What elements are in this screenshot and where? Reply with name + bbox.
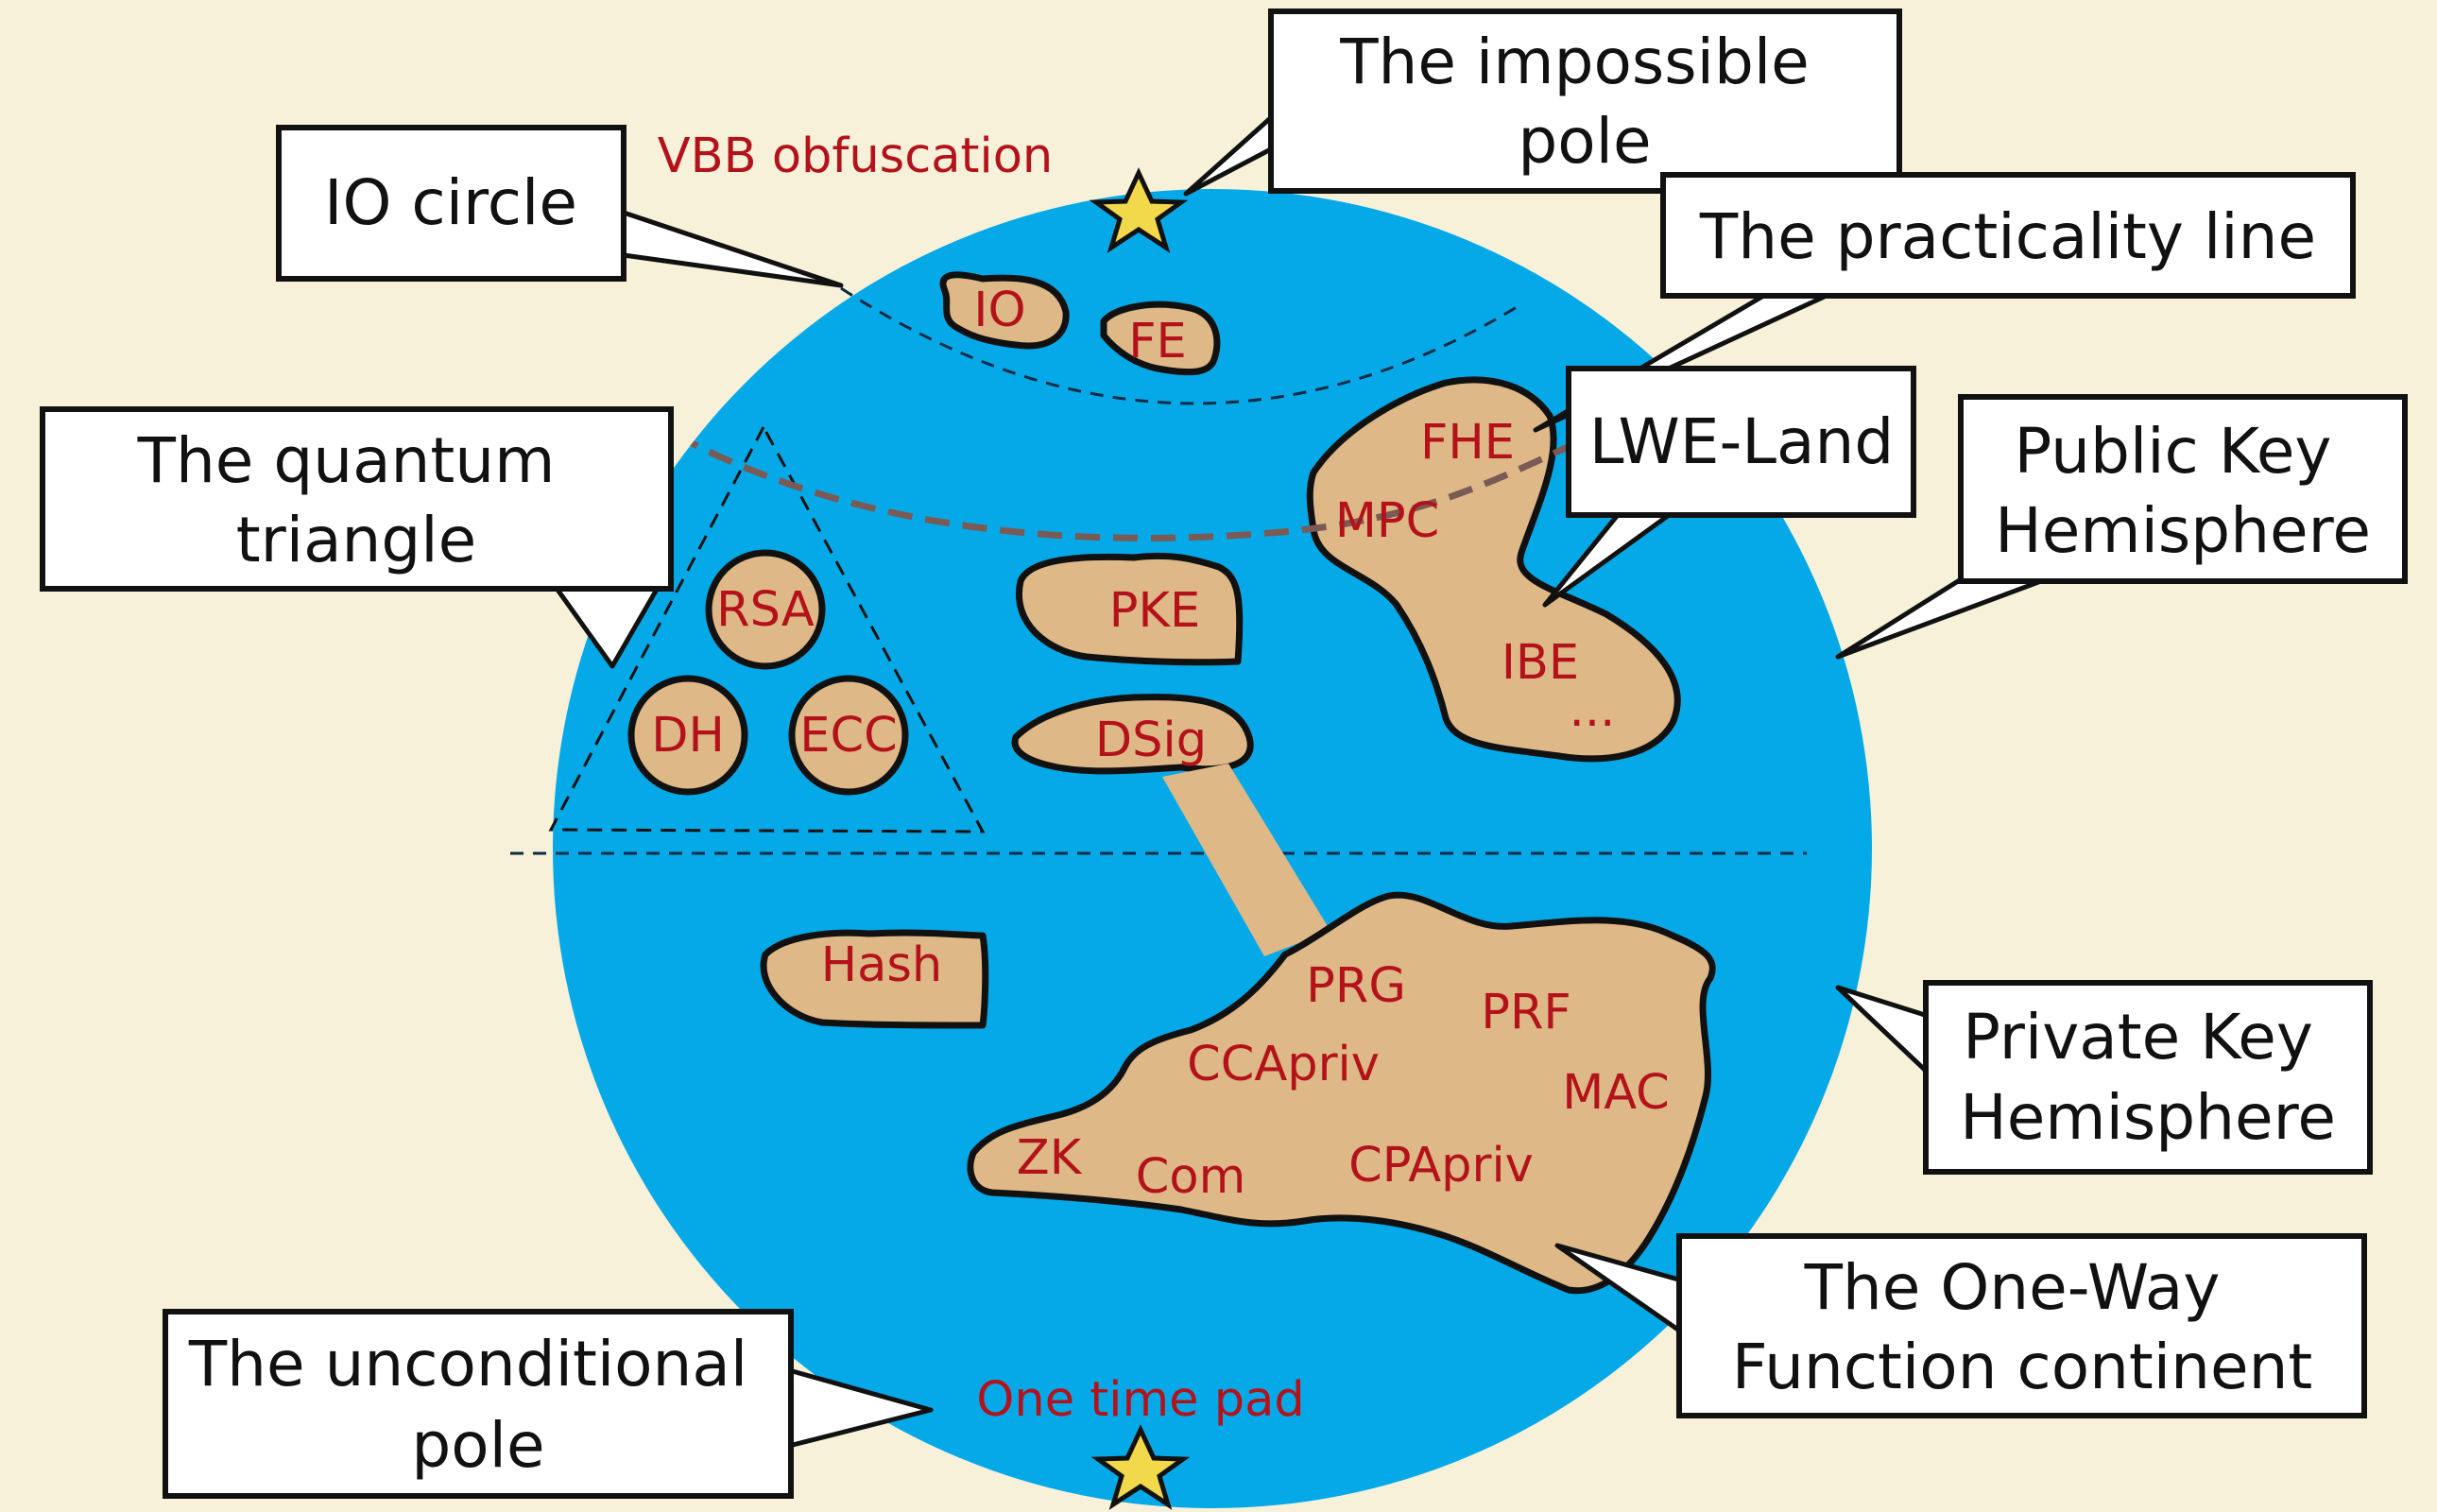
callout-text-line: LWE-Land bbox=[1589, 405, 1894, 478]
star-icon bbox=[1090, 1424, 1191, 1510]
island-label-com: Com bbox=[1136, 1149, 1246, 1205]
callout-practicality-line: The practicality line bbox=[1533, 172, 2356, 433]
callout-text-line: pole bbox=[1518, 105, 1651, 178]
callout-quantum-triangle: The quantum triangle bbox=[40, 406, 674, 669]
svg-text:The practicality line: The practicality line bbox=[1699, 200, 2316, 273]
island-label-prg: PRG bbox=[1306, 958, 1406, 1014]
svg-text:Private Key Hemisphere: Private Key Hemisphere bbox=[1960, 1001, 2336, 1154]
island-label-ccapriv: CCApriv bbox=[1187, 1037, 1380, 1092]
bridge-dsig-prg bbox=[1162, 764, 1330, 956]
callout-one-way-function-continent: The One-Way Function continent bbox=[1554, 1233, 2367, 1418]
island-lwe-land bbox=[1306, 376, 1681, 763]
region-label-vbb-obfuscation: VBB obfuscation bbox=[658, 129, 1053, 184]
callout-text-line: pole bbox=[411, 1409, 544, 1482]
island-label-prf: PRF bbox=[1481, 985, 1571, 1040]
island-label-lwe-more: ... bbox=[1570, 682, 1616, 738]
island-rsa bbox=[705, 549, 826, 670]
callout-text-line: IO circle bbox=[324, 166, 577, 239]
callout-text-line: The impossible bbox=[1339, 26, 1810, 98]
island-hash bbox=[760, 929, 989, 1029]
island-label-dh: DH bbox=[651, 708, 725, 764]
callout-lwe-land: LWE-Land bbox=[1542, 366, 1916, 608]
svg-text:IO circle: IO circle bbox=[324, 166, 577, 239]
practicality-line bbox=[674, 431, 1575, 541]
callout-text-line: The unconditional bbox=[188, 1328, 747, 1400]
callout-text-line: The practicality line bbox=[1699, 200, 2316, 273]
callout-text-line: Hemisphere bbox=[1995, 494, 2371, 567]
island-label-cpapriv: CPApriv bbox=[1348, 1138, 1534, 1194]
island-label-rsa: RSA bbox=[716, 582, 815, 638]
island-label-ibe: IBE bbox=[1502, 635, 1579, 691]
svg-text:The One-Way Function c: The One-Way Function continent bbox=[1732, 1251, 2313, 1403]
callout-text-line: Hemisphere bbox=[1960, 1081, 2336, 1154]
callout-private-key-hemisphere: Private Key Hemisphere bbox=[1835, 980, 2373, 1175]
callout-text-line: The quantum bbox=[137, 424, 556, 497]
island-labels: IO FE RSA DH ECC PKE DSig Hash FHE MPC I… bbox=[651, 283, 1670, 1205]
callout-public-key-hemisphere: Public Key Hemisphere bbox=[1835, 394, 2408, 660]
callout-text-line: triangle bbox=[236, 504, 476, 576]
star-icon bbox=[1089, 167, 1189, 253]
svg-text:LWE-Land: LWE-Land bbox=[1589, 405, 1894, 478]
island-label-mac: MAC bbox=[1562, 1065, 1670, 1121]
callout-unconditional-pole: The unconditional pole bbox=[163, 1309, 934, 1499]
island-dh bbox=[627, 675, 748, 796]
islands bbox=[627, 271, 1716, 1295]
island-label-pke: PKE bbox=[1109, 583, 1200, 639]
island-label-fhe: FHE bbox=[1420, 415, 1515, 471]
island-dsig bbox=[1011, 694, 1254, 775]
svg-text:The impossible pole: The impossible pole bbox=[1339, 26, 1829, 178]
island-label-hash: Hash bbox=[821, 937, 943, 993]
island-label-dsig: DSig bbox=[1095, 713, 1207, 768]
callouts: The impossible pole IO circle The practi… bbox=[40, 9, 2408, 1499]
island-label-zk: ZK bbox=[1017, 1130, 1083, 1186]
svg-text:Public Key Hemisphere: Public Key Hemisphere bbox=[1995, 415, 2371, 567]
island-io bbox=[939, 271, 1070, 350]
island-label-fe: FE bbox=[1128, 314, 1187, 369]
callout-text-line: Public Key bbox=[2015, 415, 2332, 488]
island-pke bbox=[1016, 552, 1244, 666]
callout-text-line: Private Key bbox=[1963, 1001, 2313, 1074]
continent-one-way-function bbox=[967, 891, 1716, 1295]
callout-impossible-pole: The impossible pole bbox=[1183, 9, 1902, 197]
island-label-io: IO bbox=[973, 283, 1025, 338]
quantum-triangle-outline bbox=[548, 423, 986, 833]
io-circle-arc bbox=[840, 286, 1522, 405]
svg-text:The quantum triangle: The quantum triangle bbox=[137, 424, 575, 576]
island-label-ecc: ECC bbox=[799, 708, 897, 764]
callout-text-line: The One-Way bbox=[1804, 1251, 2221, 1324]
island-label-mpc: MPC bbox=[1335, 493, 1439, 549]
region-label-one-time-pad: One time pad bbox=[976, 1372, 1305, 1428]
callout-io-circle: IO circle bbox=[276, 125, 844, 288]
callout-text-line: Function continent bbox=[1732, 1331, 2313, 1403]
island-fe bbox=[1100, 301, 1221, 376]
island-ecc bbox=[788, 675, 909, 796]
svg-text:The unconditional pole: The unconditional pole bbox=[188, 1328, 767, 1482]
